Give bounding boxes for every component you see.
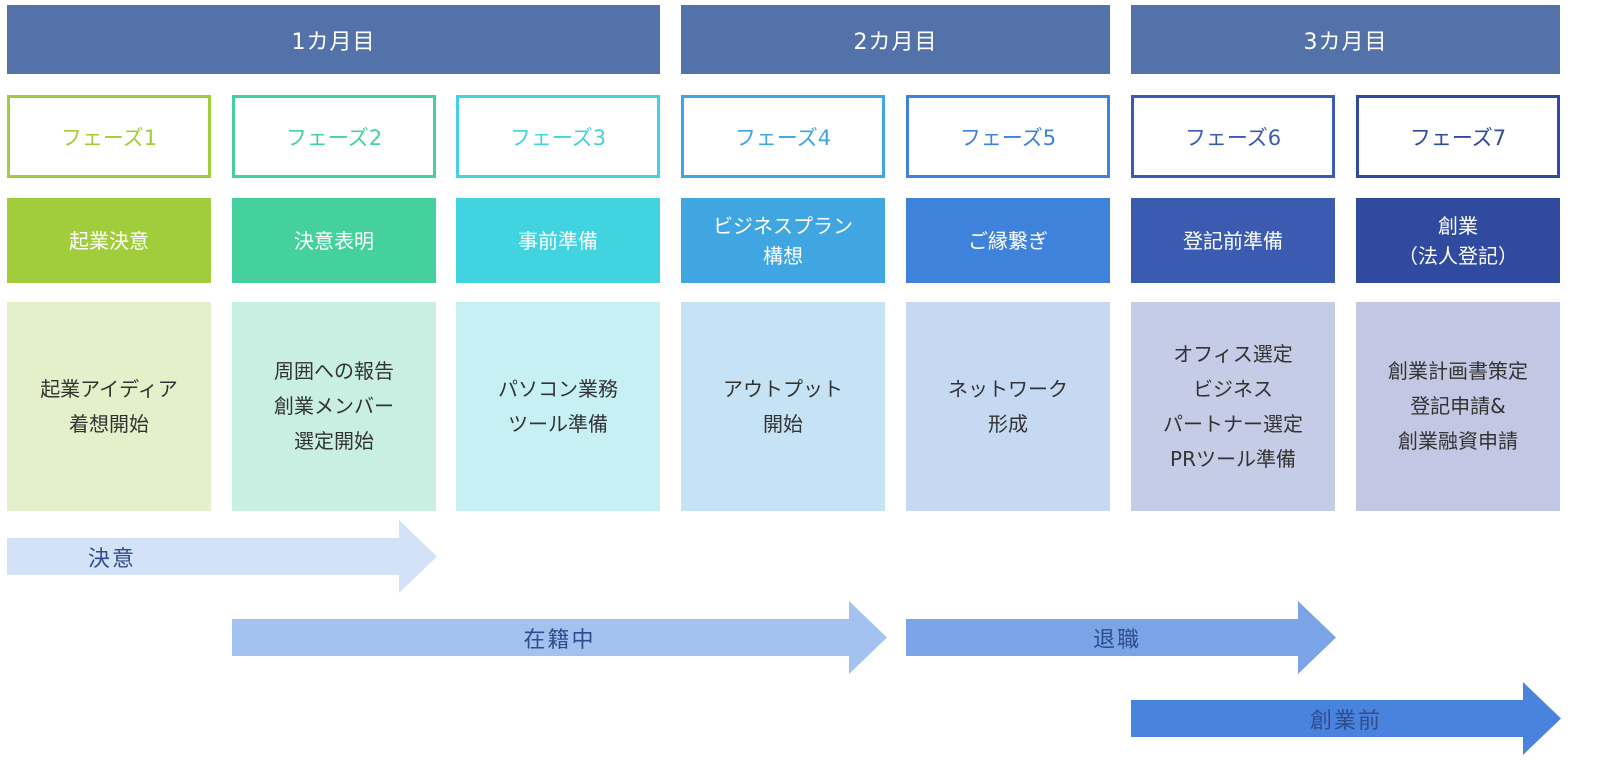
- arrow-resign: 退職: [906, 601, 1336, 674]
- phase-detail-6: オフィス選定 ビジネス パートナー選定 PRツール準備: [1131, 302, 1335, 511]
- arrow-resign-shape: [906, 601, 1336, 674]
- phase-title-6: 登記前準備: [1131, 198, 1335, 283]
- phase-title-1: 起業決意: [7, 198, 211, 283]
- arrow-pre-founding-shape: [1131, 682, 1561, 755]
- phase-label-5: フェーズ5: [906, 95, 1110, 178]
- arrow-label-decision: 決意: [87, 546, 136, 572]
- month-header-2: 2カ月目: [681, 5, 1110, 74]
- arrow-pre-founding: 創業前: [1131, 682, 1561, 755]
- phase-detail-7: 創業計画書策定 登記申請& 創業融資申請: [1356, 302, 1560, 511]
- phase-detail-4: アウトプット 開始: [681, 302, 885, 511]
- phase-title-7: 創業 （法人登記）: [1356, 198, 1560, 283]
- phase-title-4: ビジネスプラン 構想: [681, 198, 885, 283]
- phase-label-3: フェーズ3: [456, 95, 660, 178]
- phase-title-2: 決意表明: [232, 198, 436, 283]
- phase-label-1: フェーズ1: [7, 95, 211, 178]
- arrow-employed-shape: [232, 601, 887, 674]
- arrow-label-resign: 退職: [1092, 627, 1141, 653]
- phase-label-2: フェーズ2: [232, 95, 436, 178]
- month-header-1: 1カ月目: [7, 5, 660, 74]
- phase-detail-1: 起業アイディア 着想開始: [7, 302, 211, 511]
- phase-detail-3: パソコン業務 ツール準備: [456, 302, 660, 511]
- phase-title-3: 事前準備: [456, 198, 660, 283]
- arrow-decision-shape: [7, 520, 437, 593]
- phase-label-7: フェーズ7: [1356, 95, 1560, 178]
- month-header-3: 3カ月目: [1131, 5, 1560, 74]
- arrow-label-employed: 在籍中: [523, 627, 596, 653]
- arrow-decision: 決意: [7, 520, 437, 593]
- phase-detail-2: 周囲への報告 創業メンバー 選定開始: [232, 302, 436, 511]
- arrow-label-pre-founding: 創業前: [1309, 708, 1382, 734]
- phase-title-5: ご縁繋ぎ: [906, 198, 1110, 283]
- arrow-employed: 在籍中: [232, 601, 887, 674]
- phase-label-6: フェーズ6: [1131, 95, 1335, 178]
- phase-label-4: フェーズ4: [681, 95, 885, 178]
- phase-detail-5: ネットワーク 形成: [906, 302, 1110, 511]
